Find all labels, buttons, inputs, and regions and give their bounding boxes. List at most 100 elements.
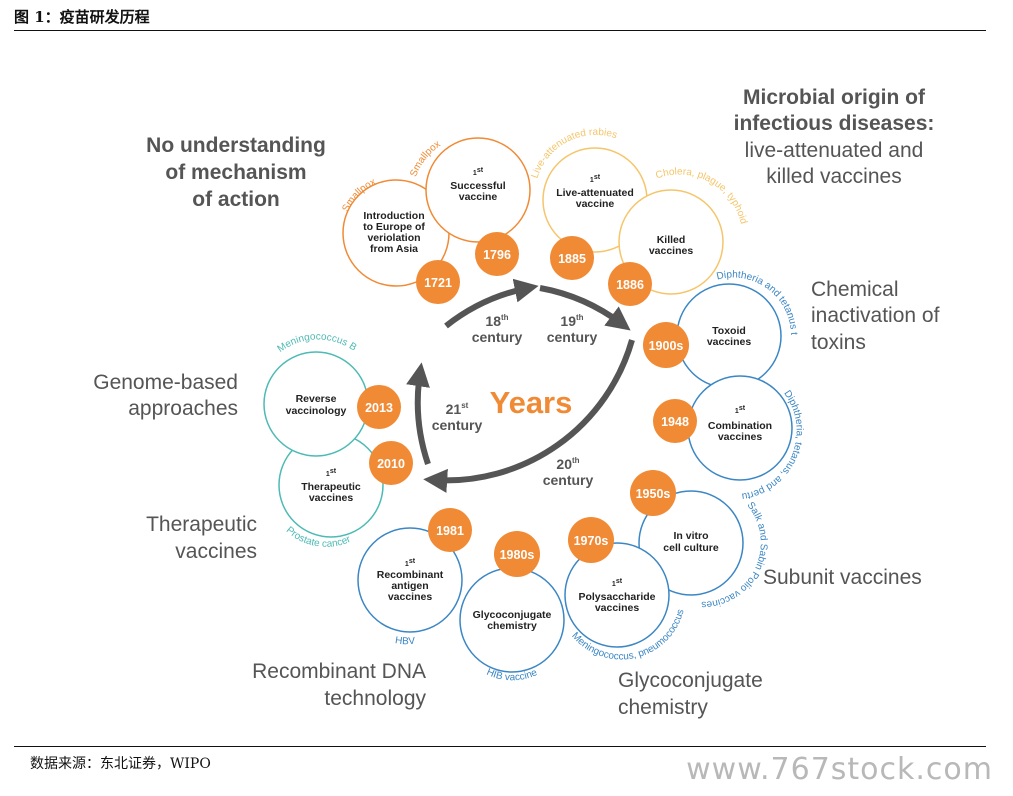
svg-text:1885: 1885 [558,252,586,266]
milestone-line: vaccines [649,245,694,257]
svg-text:century: century [547,329,598,345]
milestone-line: veriolation [367,232,420,244]
category-line: of action [192,188,280,211]
milestone-line: In vitro [673,530,708,542]
svg-text:1900s: 1900s [649,339,684,353]
milestone-line: vaccines [718,431,763,443]
century-label-20th: 20th century [543,456,594,488]
year-badge-1980s: 1980s [494,531,540,577]
svg-text:1980s: 1980s [500,548,535,562]
svg-text:2010: 2010 [377,457,405,471]
category-line: toxins [811,331,866,354]
category-line: Microbial origin of [743,86,926,109]
top-rule [14,30,986,31]
milestone-line: Combination [708,420,772,432]
year-badge-2010: 2010 [369,441,413,485]
category-recombinant: Recombinant DNA technology [252,660,426,710]
milestone-line: vaccines [309,492,354,504]
svg-text:1981: 1981 [436,524,464,538]
category-line: killed vaccines [766,165,901,188]
milestone-line: cell culture [663,542,719,554]
year-badge-1981: 1981 [428,508,472,552]
watermark: www.767stock.com [686,752,993,787]
svg-text:19th: 19th [560,313,583,329]
svg-text:18th: 18th [485,313,508,329]
source-note: 数据来源：东北证券，WIPO [30,756,211,772]
category-line: Recombinant DNA [252,660,426,683]
milestone-line: from Asia [370,243,418,255]
category-line: Therapeutic [146,513,257,536]
year-badge-1796: 1796 [475,232,519,276]
category-line: Genome-based [93,371,238,394]
category-line: vaccines [175,540,257,563]
category-line: live-attenuated and [745,139,924,162]
milestone-line: vaccine [459,191,498,203]
milestone-line: Polysaccharide [578,591,655,603]
milestone-line: antigen [391,580,428,592]
milestone-line: Successful [450,180,506,192]
figure-title: 图 1：疫苗研发历程 [14,8,150,26]
year-badge-1885: 1885 [550,236,594,280]
year-badge-1950s: 1950s [630,470,676,516]
century-label-21st: 21st century [432,401,483,433]
year-badge-1948: 1948 [653,399,697,443]
category-line: Chemical [811,278,899,301]
milestone-arc-label: HIB vaccine [485,667,539,684]
category-chemical-inactivation: Chemical inactivation of toxins [811,278,940,354]
milestone-arc-label: HBV [394,635,416,647]
arrow-19th-century [539,285,631,331]
svg-text:1796: 1796 [483,248,511,262]
category-glycoconjugate: Glycoconjugate chemistry [618,669,763,719]
svg-text:1886: 1886 [616,278,644,292]
milestone-line: chemistry [487,620,537,632]
arrow-18th-century [444,278,539,329]
category-line: Subunit vaccines [763,566,922,589]
svg-text:2013: 2013 [365,401,393,415]
year-badge-2013: 2013 [357,385,401,429]
milestone-line: vaccines [707,336,752,348]
svg-text:century: century [543,472,594,488]
category-no-understanding: No understanding of mechanism of action [146,134,326,211]
milestone-line: vaccinology [286,405,347,417]
milestone-ordinal: 1st [735,405,746,415]
milestone-1950s: In vitro cell culture Salk and Sabin Pol… [638,490,769,610]
svg-text:century: century [472,329,523,345]
milestone-1980s: Glycoconjugate chemistry HIB vaccine [459,567,565,684]
category-microbial-origin: Microbial origin of infectious diseases:… [734,86,935,188]
milestone-line: Reverse [296,393,337,405]
year-badges: 1721 1796 1885 1886 1900s 1948 1950s 197… [357,232,697,577]
category-line: chemistry [618,696,708,719]
category-genome-based: Genome-based approaches [93,371,238,420]
category-therapeutic: Therapeutic vaccines [146,513,257,563]
year-badge-1721: 1721 [416,260,460,304]
svg-text:1721: 1721 [424,276,452,290]
svg-text:21st: 21st [446,401,469,417]
svg-text:20th: 20th [556,456,579,472]
milestone-line: Introduction [363,210,424,222]
year-badge-1900s: 1900s [643,322,689,368]
year-badge-1886: 1886 [608,262,652,306]
milestone-line: Live-attenuated [556,187,634,199]
milestone-line: to Europe of [363,221,425,233]
bottom-rule [14,746,986,747]
category-line: approaches [128,397,238,420]
milestone-line: Killed [657,234,686,246]
milestone-line: vaccines [388,591,433,603]
milestone-ordinal: 1st [590,174,601,184]
category-subunit: Subunit vaccines [763,566,922,589]
milestone-ordinal: 1st [326,468,337,478]
category-line: infectious diseases: [734,112,935,135]
milestone-line: Toxoid [712,325,746,337]
years-label: Years [490,385,573,420]
category-line: Glycoconjugate [618,669,763,692]
category-line: of mechanism [165,161,306,184]
century-label-19th: 19th century [547,313,598,345]
timeline-arrows [406,278,635,493]
milestone-ordinal: 1st [405,558,416,568]
svg-text:1948: 1948 [661,415,689,429]
milestone-ordinal: 1st [612,578,623,588]
svg-text:1950s: 1950s [636,487,671,501]
milestone-1981: 1st Recombinant antigen vaccines HBV [357,527,463,647]
milestone-line: Recombinant [377,569,444,581]
milestone-line: vaccine [576,198,615,210]
